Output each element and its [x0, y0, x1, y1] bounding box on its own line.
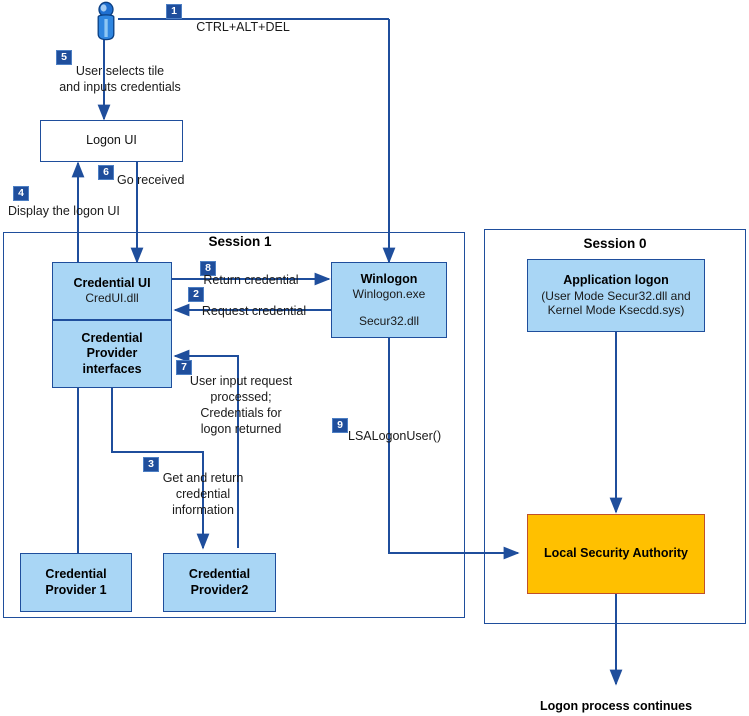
node-application-logon[interactable]: Application logon (User Mode Secur32.dll…: [527, 259, 705, 332]
step-label-5-line-2: and inputs credentials: [59, 80, 181, 94]
node-credential-provider-2[interactable]: Credential Provider2: [163, 553, 276, 612]
node-logon-ui[interactable]: Logon UI: [40, 120, 183, 162]
node-credential-provider-interfaces[interactable]: Credential Provider interfaces: [52, 320, 172, 388]
cp1-line-2: Provider 1: [45, 582, 107, 597]
node-application-logon-title: Application logon: [563, 273, 669, 288]
step-label-5: User selects tile and inputs credentials: [20, 63, 220, 95]
node-credential-provider-1[interactable]: Credential Provider 1: [20, 553, 132, 612]
node-winlogon-sub: Winlogon.exe: [352, 287, 426, 301]
session-1-container: [3, 232, 465, 618]
session-0-container: [484, 229, 746, 624]
node-credential-ui-title: Credential UI: [73, 276, 151, 291]
step-badge-9: 9: [332, 418, 348, 433]
node-winlogon-title: Winlogon: [360, 271, 418, 286]
step-label-7: User input request processed; Credential…: [181, 373, 301, 437]
cpi-line-3: interfaces: [82, 361, 142, 376]
cp1-line-1: Credential: [45, 567, 107, 582]
node-lsa-title: Local Security Authority: [543, 546, 688, 561]
step-label-3-line-1: Get and return: [162, 471, 244, 485]
session-1-title: Session 1: [208, 234, 272, 249]
step-label-2: Request credential: [201, 304, 307, 318]
node-local-security-authority[interactable]: Local Security Authority: [527, 514, 705, 594]
step-label-3: Get and return credential information: [148, 470, 258, 518]
cp2-line-1: Credential: [188, 567, 251, 582]
step-label-8: Return credential: [203, 273, 299, 287]
step-label-3-line-3: information: [172, 503, 234, 517]
step-badge-8: 8: [200, 261, 216, 276]
cp2-line-2: Provider2: [190, 582, 249, 597]
step-badge-3: 3: [143, 457, 159, 472]
step-badge-1: 1: [166, 4, 182, 19]
node-credential-ui-sub: CredUI.dll: [85, 291, 139, 306]
node-application-logon-sub: (User Mode Secur32.dll and: [541, 288, 691, 303]
step-label-7-line-4: logon returned: [200, 422, 282, 436]
step-badge-2: 2: [188, 287, 204, 302]
node-logon-ui-label: Logon UI: [86, 133, 137, 148]
footer-label: Logon process continues: [539, 699, 693, 713]
step-label-5-line-1: User selects tile: [75, 64, 165, 78]
node-application-logon-sub2: Kernel Mode Ksecdd.sys): [547, 303, 685, 318]
step-badge-5: 5: [56, 50, 72, 65]
step-label-6: Go received: [117, 173, 185, 187]
step-label-1: CTRL+ALT+DEL: [196, 20, 290, 34]
step-badge-4: 4: [13, 186, 29, 201]
session-0-title: Session 0: [583, 236, 647, 251]
step-label-7-line-2: processed;: [210, 390, 272, 404]
step-label-7-line-1: User input request: [189, 374, 293, 388]
node-credential-ui[interactable]: Credential UI CredUI.dll: [52, 262, 172, 320]
step-label-7-line-3: Credentials for: [200, 406, 282, 420]
cpi-line-2: Provider: [86, 346, 138, 361]
step-label-9: LSALogonUser(): [348, 429, 442, 443]
node-winlogon[interactable]: Winlogon Winlogon.exe Secur32.dll: [331, 262, 447, 338]
cpi-line-1: Credential: [81, 331, 143, 346]
user-icon: [93, 1, 119, 43]
step-label-3-line-2: credential: [175, 487, 231, 501]
step-badge-6: 6: [98, 165, 114, 180]
step-label-4: Display the logon UI: [8, 204, 120, 218]
node-winlogon-sub2: Secur32.dll: [358, 313, 420, 328]
step-badge-7: 7: [176, 360, 192, 375]
